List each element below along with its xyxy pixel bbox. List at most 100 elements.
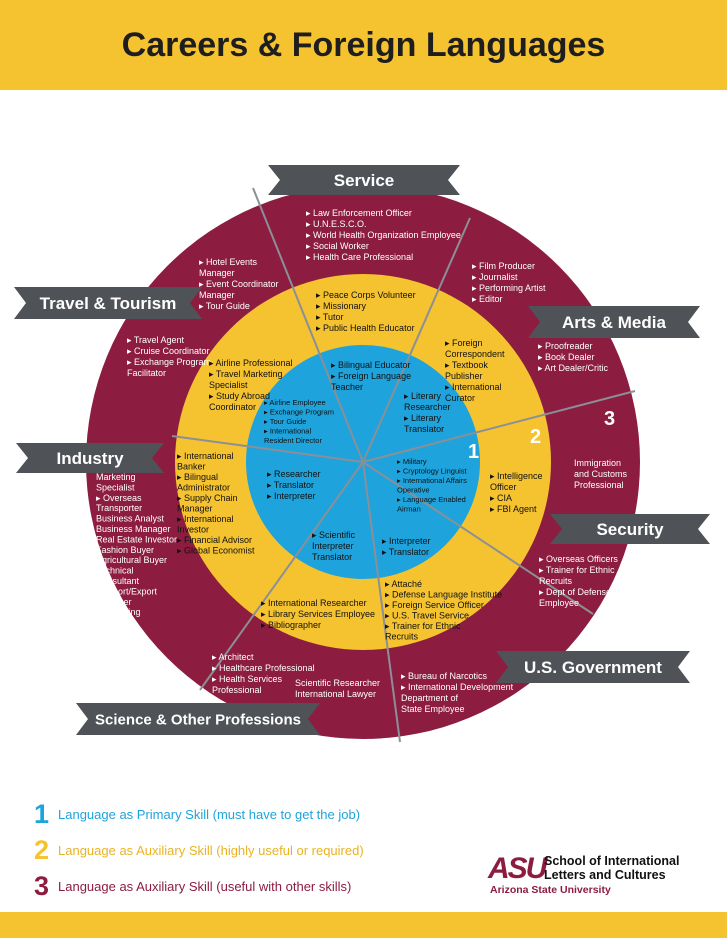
- career-block-science-mid: ▸ International Researcher▸ Library Serv…: [261, 598, 375, 630]
- career-item: ▸ Financial Advisor: [177, 535, 252, 545]
- career-item: ▸ Exchange Program: [127, 357, 211, 367]
- career-item: ▸ Intelligence: [490, 471, 543, 481]
- career-item: ▸ Hotel Events: [199, 257, 258, 267]
- career-item: ▸ Interpreter: [382, 536, 431, 546]
- career-item: ▸ Library Services Employee: [261, 609, 375, 619]
- career-block-travel-mid: ▸ Airline Professional▸ Travel Marketing…: [209, 358, 293, 412]
- career-item: Interpreter: [312, 541, 354, 551]
- career-item: and Customs: [574, 469, 628, 479]
- banner-ribbon: [76, 703, 320, 735]
- career-item: ▸ Translator: [267, 480, 314, 490]
- career-item: ▸ Film Producer: [472, 261, 535, 271]
- banner-ribbon: [528, 306, 700, 338]
- career-item: ▸ Exchange Program: [264, 408, 334, 417]
- career-item: ▸ Performing Artist: [472, 283, 546, 293]
- ring-number-1: 1: [468, 441, 479, 463]
- career-item: Specialist: [96, 482, 135, 492]
- career-item: ▸ Travel Agent: [127, 335, 185, 345]
- banner-ribbon: [550, 514, 710, 544]
- career-item: ▸ U.N.E.S.C.O.: [306, 219, 367, 229]
- career-item: State Employee: [401, 704, 465, 714]
- legend-item-primary: 1 Language as Primary Skill (must have t…: [34, 796, 364, 832]
- career-item: Advertising: [96, 607, 141, 617]
- career-item: ▸ U.S. Travel Service: [385, 611, 469, 621]
- banner-ribbon: [496, 651, 690, 683]
- banner-security: Security: [550, 514, 710, 544]
- career-item: ▸ Defense Language Institute: [385, 590, 502, 600]
- career-item: ▸ Book Dealer: [538, 352, 595, 362]
- legend-item-auxiliary-useful: 3 Language as Auxiliary Skill (useful wi…: [34, 868, 364, 904]
- banner-industry: Industry: [16, 443, 164, 473]
- ring-number-2: 2: [530, 426, 541, 448]
- legend-text: Language as Primary Skill (must have to …: [58, 806, 361, 822]
- career-item: Facilitator: [127, 368, 166, 378]
- sector-dividers: [171, 187, 636, 743]
- career-item: Operative: [397, 486, 430, 495]
- career-labels: ▸ Law Enforcement Officer▸ U.N.E.S.C.O.▸…: [96, 208, 628, 714]
- logo-school-line1: School of International: [544, 854, 680, 868]
- career-item: Resident Director: [264, 436, 322, 445]
- career-item: Consultant: [96, 576, 140, 586]
- career-item: ▸ Travel Marketing: [209, 369, 283, 379]
- career-item: Teacher: [331, 382, 363, 392]
- banner-government: U.S. Government: [496, 651, 690, 683]
- career-item: ▸ Bilingual: [177, 472, 218, 482]
- career-item: Real Estate Investor: [96, 534, 177, 544]
- career-block-gov-mid: ▸ Attaché▸ Defense Language Institute▸ F…: [385, 579, 502, 642]
- career-item: ▸ Bureau of Narcotics: [401, 671, 488, 681]
- career-item: ▸ Textbook: [445, 360, 488, 370]
- career-item: ▸ Foreign: [445, 338, 483, 348]
- career-item: Manager: [177, 504, 213, 514]
- career-item: ▸ Architect: [212, 652, 254, 662]
- career-item: Curator: [445, 393, 475, 403]
- career-item: ▸ Art Dealer/Critic: [538, 363, 609, 373]
- career-block-travel-inner: ▸ Airline Employee▸ Exchange Program▸ To…: [264, 398, 334, 445]
- career-item: ▸ CIA: [490, 493, 512, 503]
- career-item: Specialist: [96, 618, 135, 628]
- career-item: ▸ Proofreader: [538, 341, 593, 351]
- banner-ribbon: [16, 443, 164, 473]
- career-item: ▸ Foreign Language: [331, 371, 411, 381]
- career-item: ▸ Tour Guide: [199, 301, 250, 311]
- sector-divider: [362, 461, 401, 743]
- career-item: ▸ International: [445, 382, 502, 392]
- career-item: ▸ Study Abroad: [209, 391, 270, 401]
- career-item: ▸ Peace Corps Volunteer: [316, 290, 416, 300]
- sector-divider: [362, 461, 594, 615]
- legend: 1 Language as Primary Skill (must have t…: [34, 796, 364, 904]
- career-block-arts-outer-top: ▸ Film Producer▸ Journalist▸ Performing …: [472, 261, 546, 304]
- career-item: ▸ International: [264, 427, 311, 436]
- career-item: ▸ Import/Export: [96, 586, 158, 596]
- career-item: ▸ International Researcher: [261, 598, 367, 608]
- career-item: ▸ International: [177, 514, 234, 524]
- banner-label: Security: [596, 520, 664, 539]
- career-item: Technical: [96, 566, 134, 576]
- career-item: Correspondent: [445, 349, 505, 359]
- career-item: ▸ Trainer for Ethnic: [539, 565, 615, 575]
- career-item: ▸ Literary: [404, 391, 442, 401]
- banner-label: Science & Other Professions: [95, 711, 301, 728]
- career-item: ▸ International Affairs: [397, 476, 467, 485]
- footer-bar: [0, 912, 727, 938]
- career-item: Immigration: [574, 458, 621, 468]
- career-item: ▸ Interpreter: [267, 491, 316, 501]
- career-block-travel-outer: ▸ Travel Agent▸ Cruise Coordinator▸ Exch…: [127, 335, 211, 378]
- career-item: Marketing: [96, 472, 136, 482]
- banner-label: Arts & Media: [562, 313, 666, 332]
- career-item: Airman: [397, 505, 421, 514]
- page-title: Careers & Foreign Languages: [121, 25, 606, 64]
- career-item: ▸ Health Services: [212, 674, 283, 684]
- career-item: ▸ World Health Organization Employee: [306, 230, 461, 240]
- career-item: ▸ Foreign Service Officer: [385, 600, 484, 610]
- career-item: ▸ FBI Agent: [490, 504, 537, 514]
- banner-label: Service: [334, 171, 395, 190]
- header-bar: Careers & Foreign Languages: [0, 0, 727, 90]
- ring-number-3: 3: [604, 408, 615, 430]
